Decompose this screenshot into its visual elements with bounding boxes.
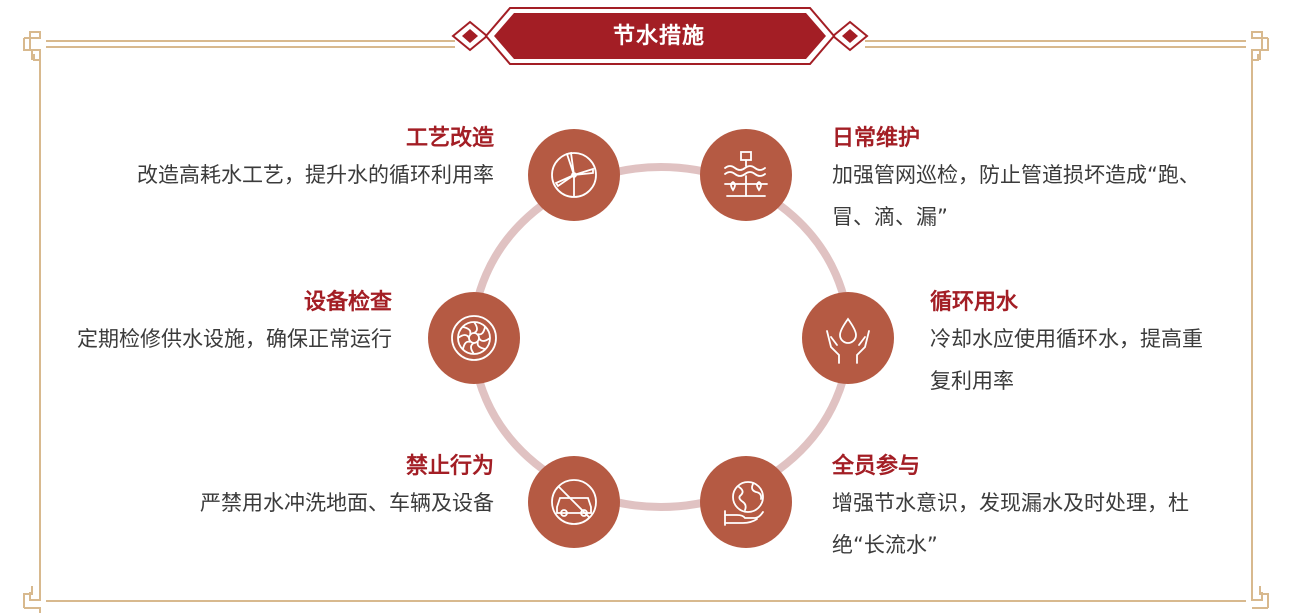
measure-description: 严禁用水冲洗地面、车辆及设备: [200, 491, 494, 515]
banner-ornament: [451, 7, 869, 65]
turbine-wheel-icon: [451, 315, 497, 361]
measure-title: 禁止行为: [405, 454, 494, 479]
pipe-inspection-icon: [724, 151, 768, 197]
globe-in-hand-icon: [724, 481, 764, 526]
measure-node-equipment: [428, 292, 520, 384]
wind-turbine-icon: [551, 151, 597, 198]
measure-description: 加强管网巡检，防止管道损坏造成“跑、 冒、滴、漏”: [832, 163, 1200, 229]
measure-title: 工艺改造: [405, 126, 494, 151]
measure-node-process: [528, 129, 620, 221]
hands-water-drop-icon: [826, 317, 870, 364]
measure-node-recycle: [802, 292, 894, 384]
measure-description: 改造高耗水工艺，提升水的循环利用率: [137, 163, 494, 187]
measure-title: 设备检查: [303, 290, 392, 315]
measure-description: 冷却水应使用循环水，提高重 复利用率: [930, 327, 1203, 393]
no-car-wash-icon: [551, 479, 597, 525]
measure-title: 全员参与: [832, 454, 921, 479]
measure-node-maintenance: [700, 129, 792, 221]
measure-title: 循环用水: [930, 290, 1019, 315]
measure-node-forbidden: [528, 456, 620, 548]
page-title: 节水措施: [612, 24, 705, 49]
measure-description: 定期检修供水设施，确保正常运行: [77, 327, 392, 351]
measure-title: 日常维护: [832, 126, 921, 151]
measure-description: 增强节水意识，发现漏水及时处理，杜 绝“长流水”: [832, 491, 1189, 557]
measure-node-participation: [700, 456, 792, 548]
